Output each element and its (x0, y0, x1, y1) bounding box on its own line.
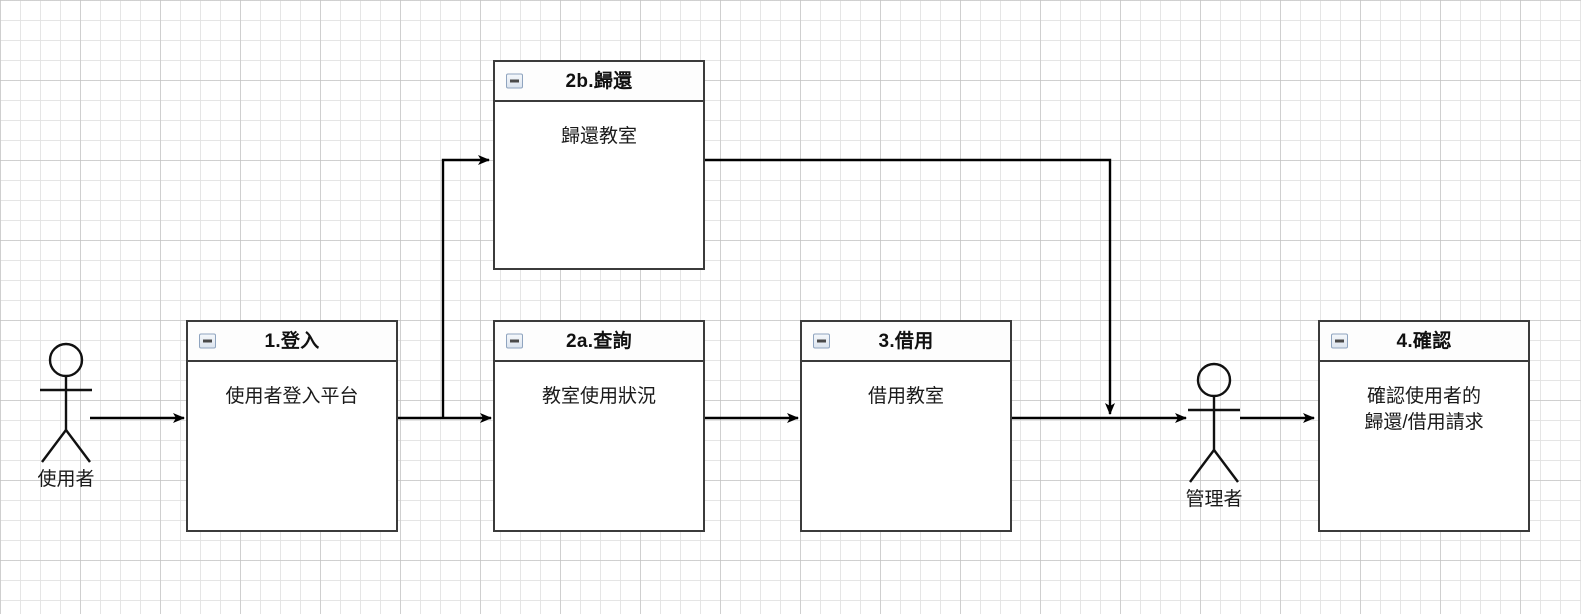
node-borrow-title: 3.借用 (878, 330, 934, 352)
node-query-body-text: 教室使用狀況 (541, 386, 656, 407)
node-confirm-header: 4.確認 (1320, 322, 1528, 362)
node-return-header: 2b.歸還 (495, 62, 703, 102)
collapse-icon[interactable] (813, 333, 830, 349)
node-login[interactable]: 1.登入 使用者登入平台 (186, 320, 398, 532)
actor-admin[interactable]: 管理者 (1172, 362, 1256, 512)
node-login-body: 使用者登入平台 (188, 362, 396, 530)
stick-figure-icon (40, 342, 92, 463)
node-login-body-text: 使用者登入平台 (225, 386, 359, 407)
collapse-icon[interactable] (199, 333, 216, 349)
actor-user[interactable]: 使用者 (24, 342, 108, 492)
collapse-icon[interactable] (1331, 333, 1348, 349)
actor-admin-label: 管理者 (1185, 489, 1243, 510)
node-confirm-title: 4.確認 (1396, 330, 1452, 352)
node-return[interactable]: 2b.歸還 歸還教室 (493, 60, 705, 270)
node-borrow-header: 3.借用 (802, 322, 1010, 362)
actor-user-label: 使用者 (37, 469, 95, 490)
node-query-header: 2a.查詢 (495, 322, 703, 362)
stick-figure-icon (1188, 362, 1240, 483)
node-borrow-body: 借用教室 (802, 362, 1010, 530)
node-borrow[interactable]: 3.借用 借用教室 (800, 320, 1012, 532)
connector-login-branch-to-return (441, 155, 490, 418)
node-login-header: 1.登入 (188, 322, 396, 362)
node-return-body: 歸還教室 (495, 102, 703, 268)
node-return-body-text: 歸還教室 (560, 126, 637, 147)
node-login-title: 1.登入 (264, 330, 320, 352)
node-borrow-body-text: 借用教室 (867, 386, 944, 407)
node-query[interactable]: 2a.查詢 教室使用狀況 (493, 320, 705, 532)
node-query-body: 教室使用狀況 (495, 362, 703, 530)
collapse-icon[interactable] (506, 333, 523, 349)
node-query-title: 2a.查詢 (566, 330, 632, 352)
node-confirm[interactable]: 4.確認 確認使用者的 歸還/借用請求 (1318, 320, 1530, 532)
node-confirm-body-text: 確認使用者的 歸還/借用請求 (1364, 386, 1484, 433)
node-confirm-body: 確認使用者的 歸還/借用請求 (1320, 362, 1528, 530)
node-return-title: 2b.歸還 (565, 70, 633, 92)
collapse-icon[interactable] (506, 73, 523, 89)
